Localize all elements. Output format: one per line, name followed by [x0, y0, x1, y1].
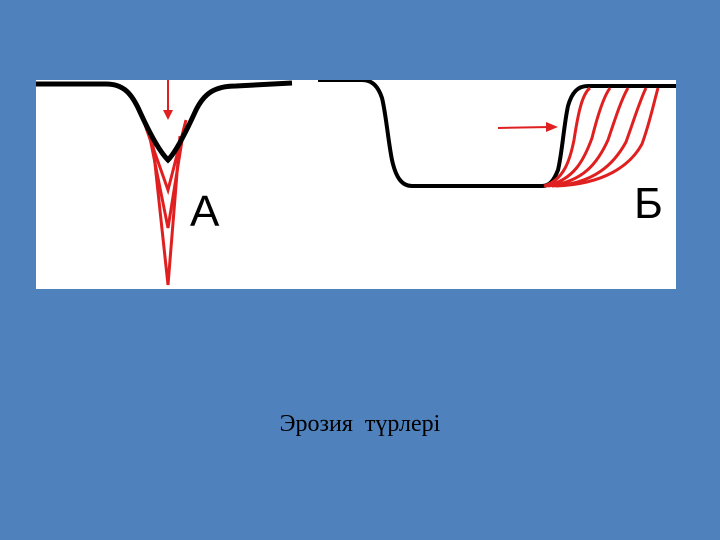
label-a: А — [190, 187, 220, 236]
slide-caption: Эрозия түрлері — [279, 411, 441, 437]
lateral-line-1 — [543, 86, 592, 188]
lateral-line-5 — [555, 87, 660, 188]
downward-arrow — [163, 80, 173, 120]
lateral-line-2 — [545, 87, 612, 188]
lateral-erosion-group: Б — [318, 80, 676, 228]
lateral-erosion-lines — [543, 86, 660, 188]
lateral-line-3 — [547, 87, 630, 188]
rightward-arrow — [497, 122, 558, 132]
incision-line-3 — [150, 135, 182, 286]
erosion-diagram: А Б — [36, 80, 676, 286]
lateral-line-4 — [551, 87, 648, 188]
label-b: Б — [634, 179, 663, 228]
ground-surface-b — [318, 80, 676, 188]
erosion-diagram-panel: А Б — [36, 80, 676, 289]
ground-surface-a — [36, 80, 293, 164]
vertical-erosion-group: А — [36, 80, 293, 286]
